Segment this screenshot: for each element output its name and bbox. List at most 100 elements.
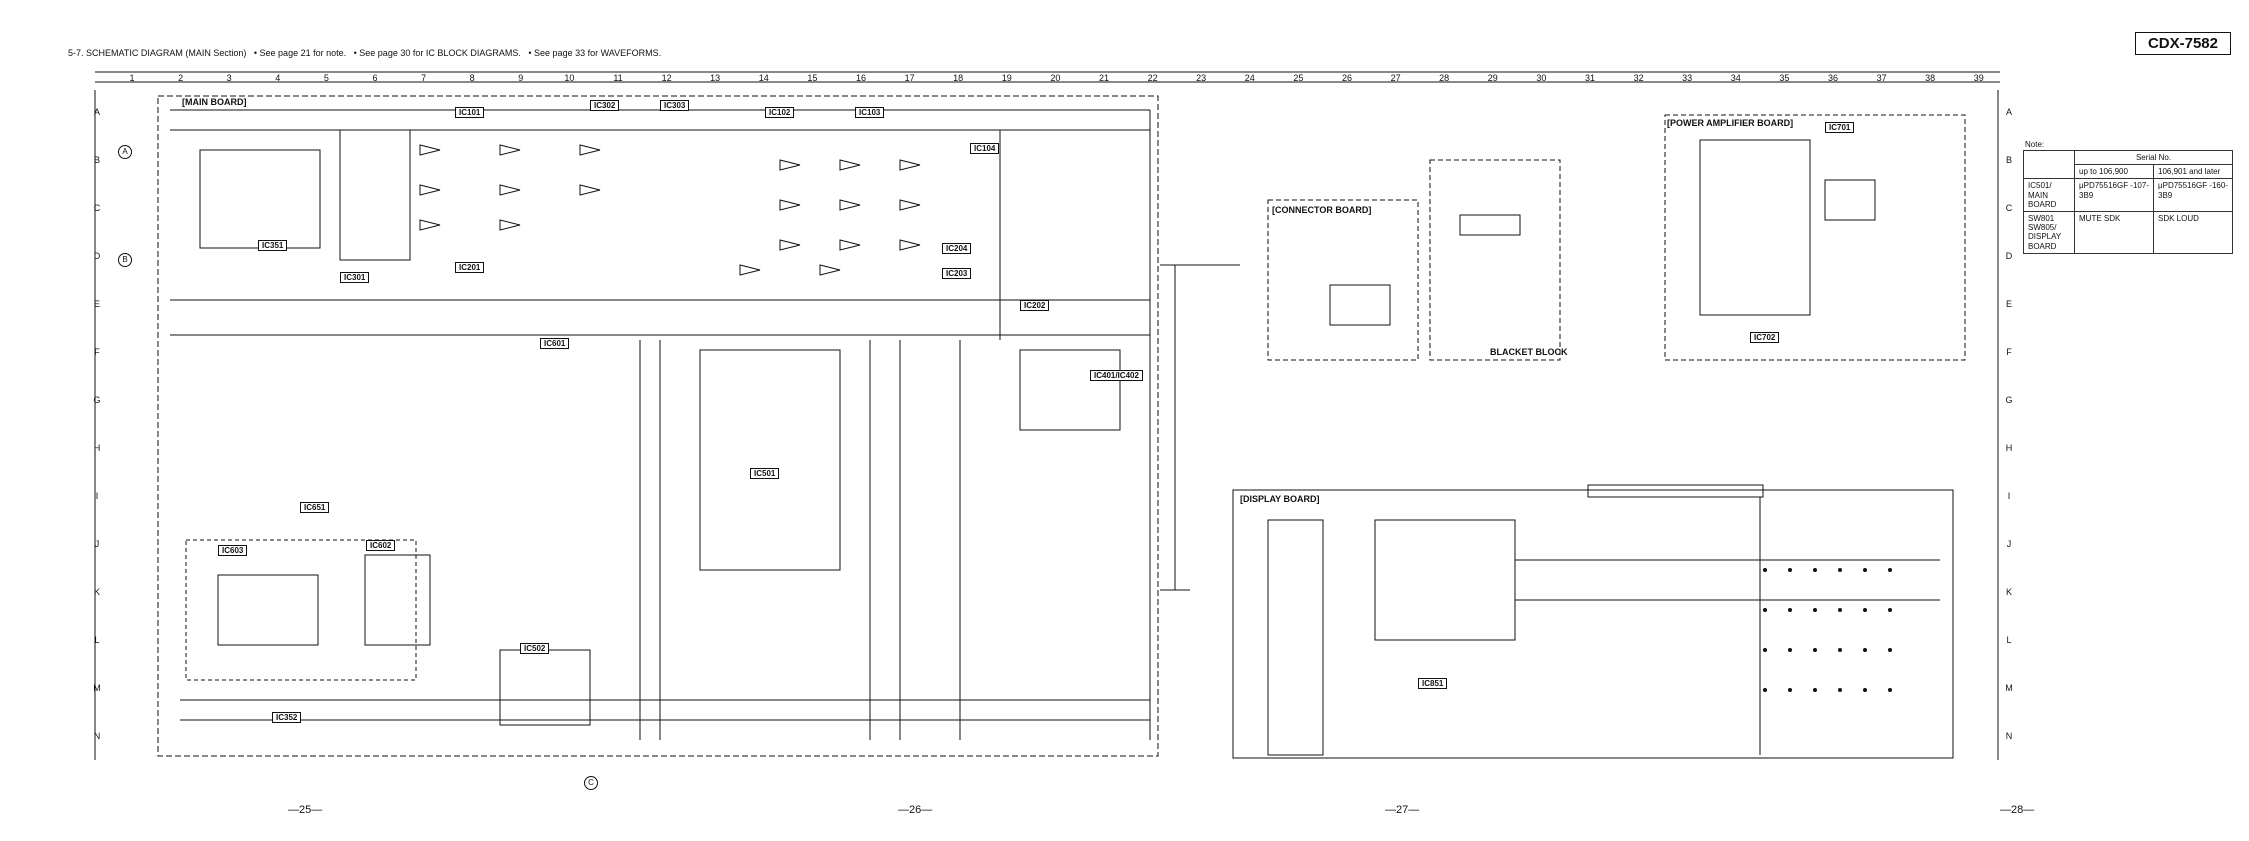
row-letter: J [2006,539,2012,549]
connector-mark-c: C [584,776,598,790]
column-number: 8 [469,73,475,83]
column-number: 13 [710,73,721,83]
column-number: 5 [323,73,329,83]
row-letter: D [93,251,101,261]
row-letter: E [2005,299,2012,309]
column-number: 31 [1584,73,1595,83]
column-number: 16 [855,73,866,83]
ic-label-ic301: IC301 [340,272,370,283]
connector-mark-a: A [118,145,132,159]
column-number: 30 [1536,73,1547,83]
ic-label-ic501: IC501 [750,468,780,479]
ic-label-ic851: IC851 [1418,678,1448,689]
note-row1-label: IC501/ MAIN BOARD [2023,178,2075,212]
row-letter: G [93,395,101,405]
column-number: 23 [1196,73,1207,83]
column-number: 24 [1244,73,1255,83]
row-letter: D [2005,251,2013,261]
column-number: 21 [1098,73,1109,83]
ic-label-ic201: IC201 [455,262,485,273]
column-number: 7 [421,73,427,83]
column-number: 19 [1001,73,1012,83]
row-letter: B [2005,155,2012,165]
note-row2-later: SDK LOUD [2153,210,2233,254]
row-letter: C [2005,203,2013,213]
ic-label-ic103: IC103 [855,107,885,118]
header-note-2: • See page 30 for IC BLOCK DIAGRAMS. [353,48,521,58]
connector-mark-b: B [118,253,132,267]
ic-label-ic601: IC601 [540,338,570,349]
ic-label-ic204: IC204 [942,243,972,254]
blacket-block-label: BLACKET BLOCK [1490,347,1568,357]
column-number: 38 [1925,73,1936,83]
column-number: 2 [178,73,184,83]
model-label: CDX-7582 [2134,32,2231,55]
ic-label-ic351: IC351 [258,240,288,251]
serial-note-table: Serial No. up to 106,900 106,901 and lat… [2023,149,2233,254]
column-number: 17 [904,73,915,83]
ic-label-ic603: IC603 [218,545,248,556]
row-letter: K [93,587,100,597]
column-number: 28 [1439,73,1450,83]
column-number: 1 [129,73,135,83]
column-number: 25 [1293,73,1304,83]
column-number: 15 [807,73,818,83]
column-number: 22 [1147,73,1158,83]
ic-label-ic102: IC102 [765,107,795,118]
row-letter: I [2007,491,2011,501]
column-number: 14 [758,73,769,83]
note-head-serial: Serial No. [2074,149,2233,166]
ic-label-ic651: IC651 [300,502,330,513]
row-letter: F [2006,347,2012,357]
row-letter: L [94,635,100,645]
column-number: 11 [613,73,623,83]
page-number-27: —27— [1385,804,1420,816]
column-number: 29 [1487,73,1498,83]
row-letter: A [2005,107,2012,117]
row-letter: G [2005,395,2013,405]
column-number: 34 [1730,73,1741,83]
column-number: 12 [661,73,672,83]
power-amplifier-board-label: [POWER AMPLIFIER BOARD] [1667,118,1794,128]
note-title: Note: [2025,140,2045,149]
column-number: 36 [1827,73,1838,83]
row-letter: L [2006,635,2012,645]
ic-label-ic701: IC701 [1825,122,1855,133]
row-letter: C [93,203,101,213]
row-letter: K [2005,587,2012,597]
row-letter: H [93,443,101,453]
row-letter: N [93,731,101,741]
column-number: 26 [1341,73,1352,83]
row-letter: J [94,539,100,549]
column-number: 35 [1779,73,1790,83]
main-board-label: [MAIN BOARD] [182,97,247,107]
ic-label-ic303: IC303 [660,100,690,111]
note-head-later: 106,901 and later [2153,164,2233,180]
row-letter: M [2005,683,2013,693]
row-letter: E [93,299,100,309]
ic-label-ic203: IC203 [942,268,972,279]
column-number: 3 [226,73,232,83]
ic-label-ic502: IC502 [520,643,550,654]
column-number: 10 [564,73,575,83]
note-row1-later: μPD75516GF -160-3B9 [2153,178,2233,212]
ic-label-ic202: IC202 [1020,300,1050,311]
row-letter: N [2005,731,2013,741]
page-number-25: —25— [288,804,323,816]
ic-label-ic352: IC352 [272,712,302,723]
column-number: 27 [1390,73,1401,83]
row-letter: H [2005,443,2013,453]
header-line: 5-7. SCHEMATIC DIAGRAM (MAIN Section) • … [68,48,661,58]
ic-label-ic702: IC702 [1750,332,1780,343]
note-empty-cell [2023,149,2075,180]
ic-label-ic104: IC104 [970,143,1000,154]
row-letter: I [95,491,99,501]
section-title: 5-7. SCHEMATIC DIAGRAM (MAIN Section) [68,48,247,58]
row-letter: M [93,683,101,693]
column-number: 32 [1633,73,1644,83]
page-number-28: —28— [2000,804,2035,816]
column-number: 20 [1050,73,1061,83]
column-number: 6 [372,73,378,83]
row-letter: B [93,155,100,165]
